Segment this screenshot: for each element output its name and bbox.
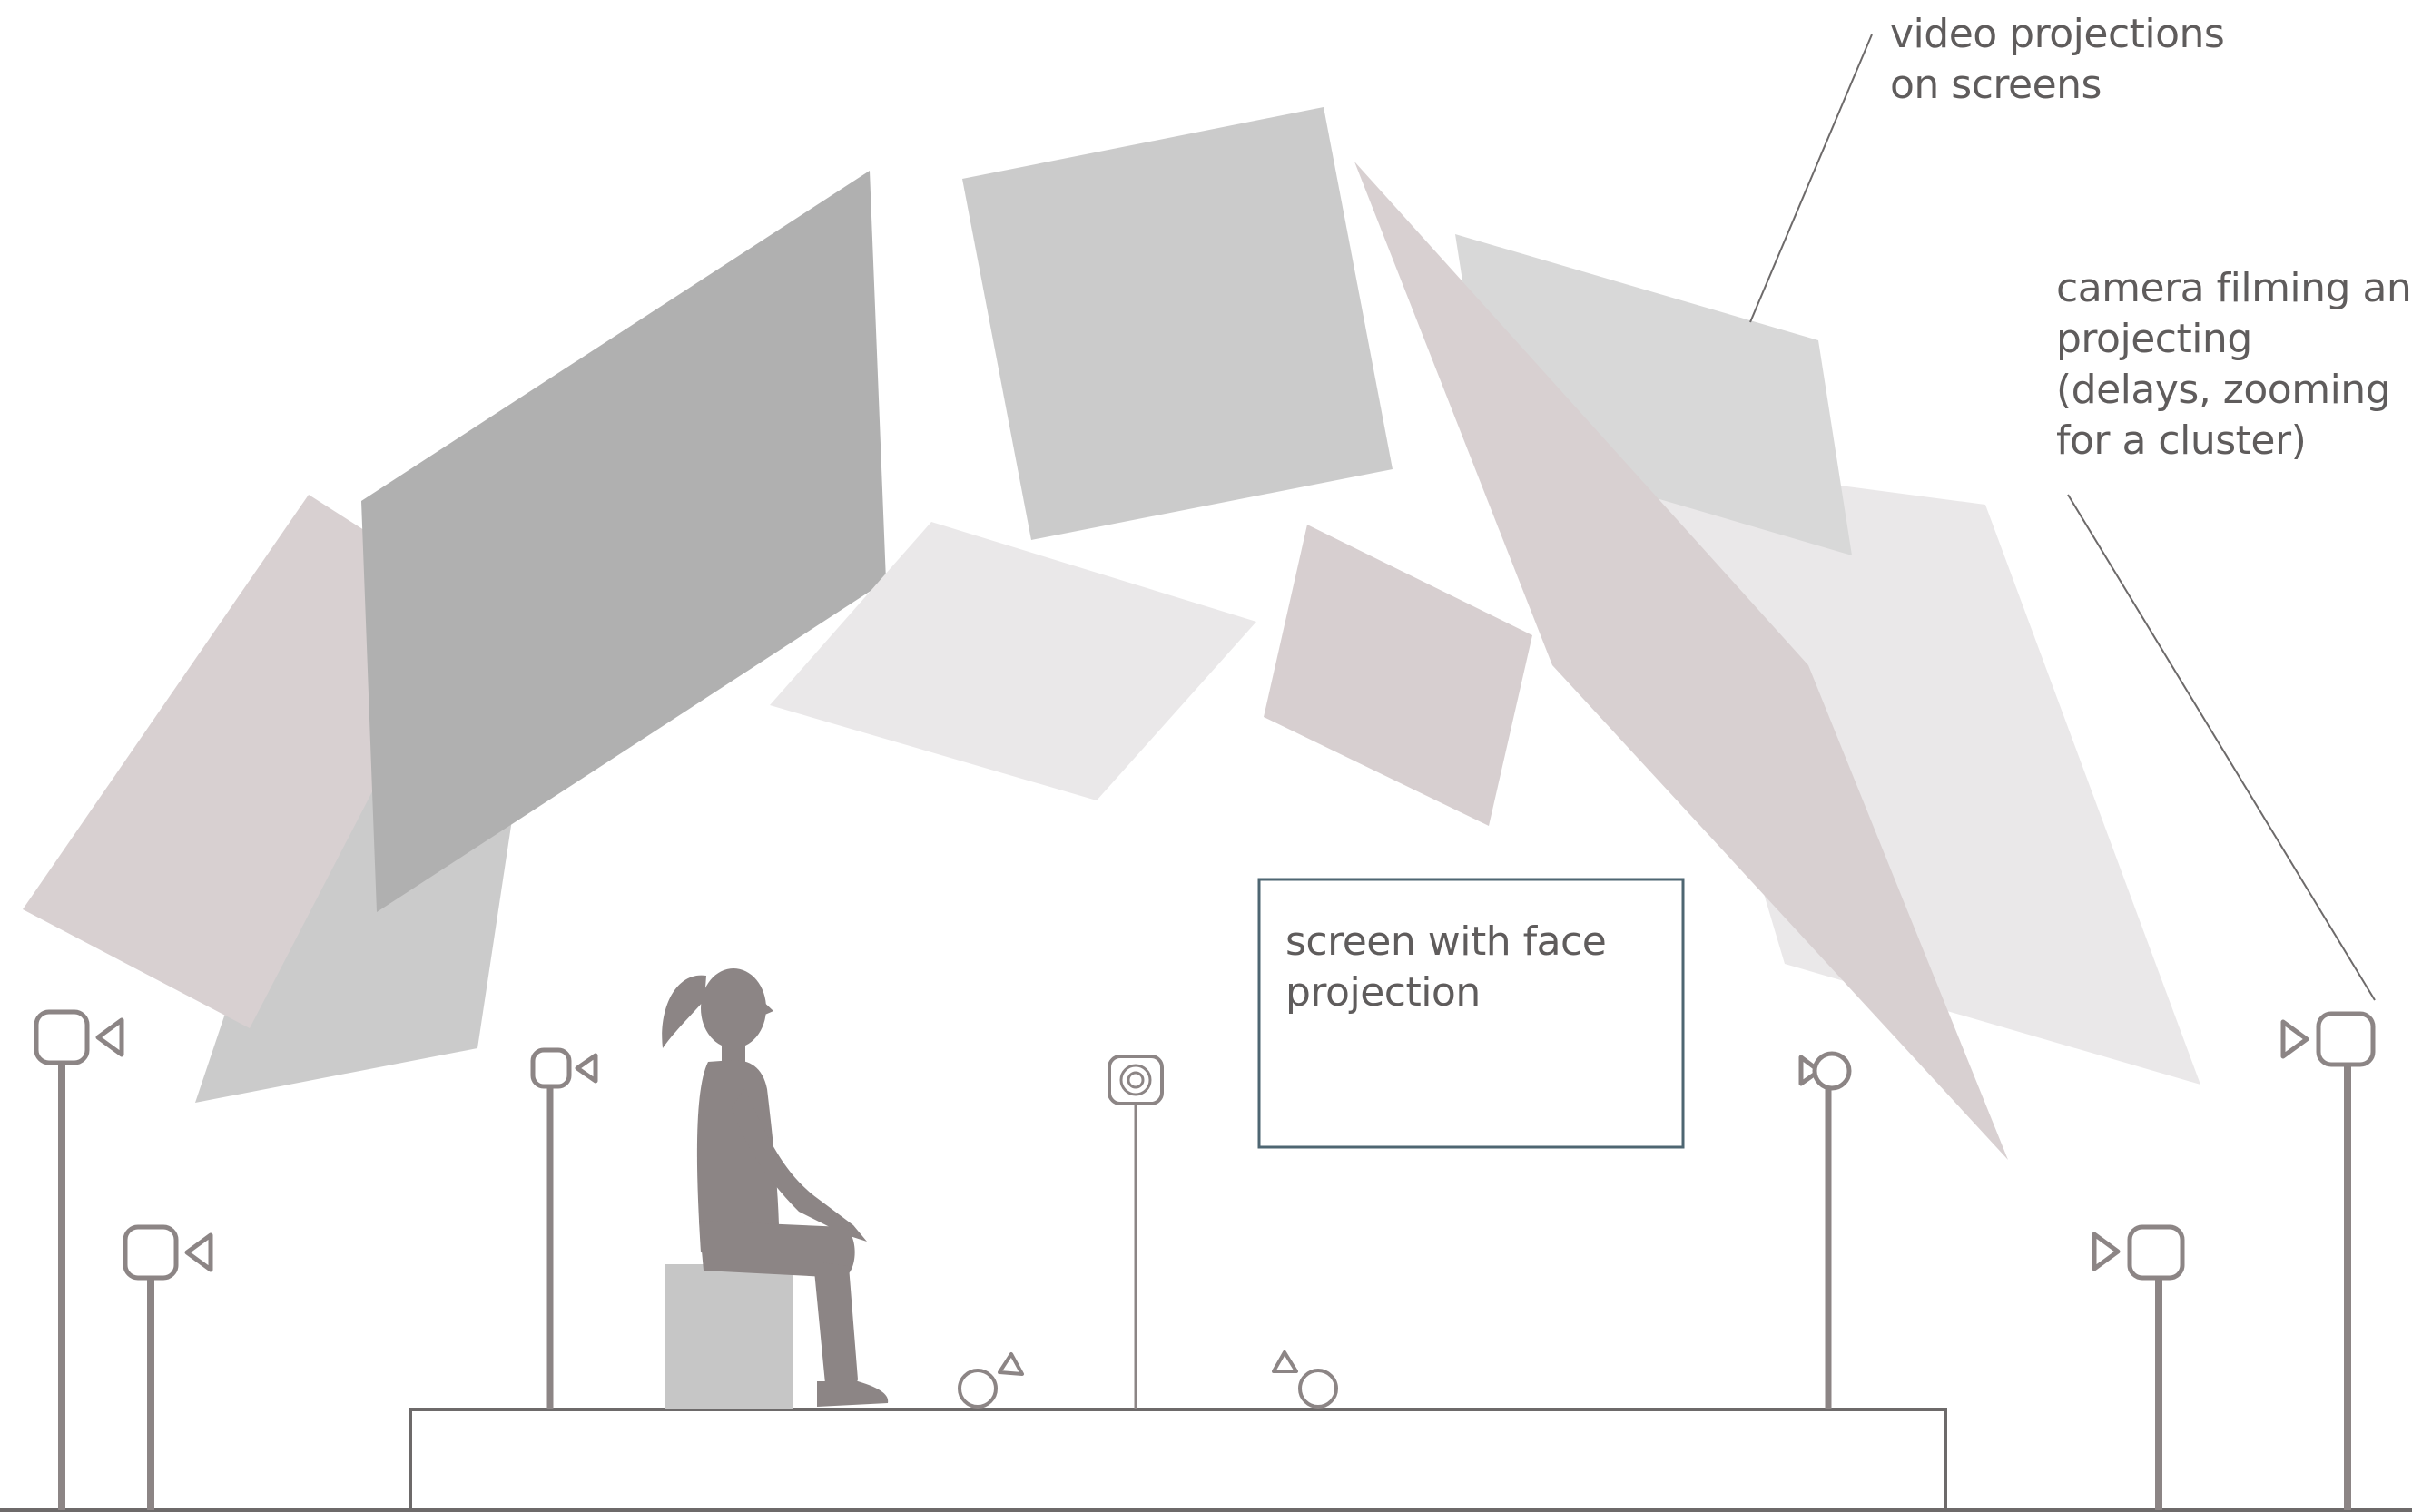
camera-stand-right-2 <box>2092 1224 2185 1510</box>
camera-stand-left-2 <box>123 1224 213 1510</box>
projection-screens <box>23 107 2200 1160</box>
camera-icon <box>2316 1011 2376 1067</box>
floor-microphone-left <box>958 1352 1024 1409</box>
screen-panel-grey-top <box>962 107 1393 540</box>
screen-panel-light-upper-right <box>1455 234 1852 555</box>
screen-panel-dark-large <box>361 171 886 912</box>
camera-icon <box>1812 1051 1852 1091</box>
person-figure <box>662 968 889 1407</box>
speaker-stand <box>1108 1055 1164 1409</box>
camera-stand-right-1 <box>1798 1051 1852 1409</box>
stage-platform <box>0 1408 2412 1512</box>
screen-panel-pale-center <box>770 522 1256 800</box>
leader-line-camera <box>2067 494 2376 1001</box>
camera-icon <box>2127 1224 2185 1281</box>
camera-lens-icon <box>95 1017 124 1057</box>
screen-panel-long-diagonal <box>1354 162 2008 1160</box>
screen-panel-mauve-left <box>23 495 472 1028</box>
camera-icon <box>34 1009 90 1065</box>
camera-lens-icon <box>1798 1055 1822 1086</box>
label-video-projections: video projections on screens <box>1890 11 2225 108</box>
screen-panel-mauve-small <box>1264 525 1532 826</box>
camera-stand-left-3 <box>530 1047 598 1409</box>
camera-stand-right-3 <box>2280 1011 2376 1510</box>
floor-microphone-right <box>1272 1350 1338 1409</box>
microphone-icon <box>958 1369 998 1409</box>
leader-line-video <box>1749 34 1873 323</box>
microphone-icon <box>1298 1369 1338 1409</box>
camera-lens-icon <box>2280 1019 2309 1059</box>
screen-panel-pale-right <box>1634 458 2200 1085</box>
label-face-screen: screen with face projection <box>1285 918 1607 1016</box>
camera-lens-icon <box>2092 1232 2121 1271</box>
face-projection-screen <box>1257 878 1685 1149</box>
camera-stand-left-1 <box>34 1009 124 1510</box>
camera-icon <box>123 1224 179 1281</box>
camera-lens-icon <box>575 1053 598 1084</box>
label-camera-filming: camera filming and projecting (delays, z… <box>2056 265 2412 464</box>
speaker-icon <box>1108 1055 1164 1105</box>
camera-lens-icon <box>184 1232 213 1272</box>
seat-block <box>665 1264 793 1409</box>
camera-icon <box>530 1047 572 1089</box>
